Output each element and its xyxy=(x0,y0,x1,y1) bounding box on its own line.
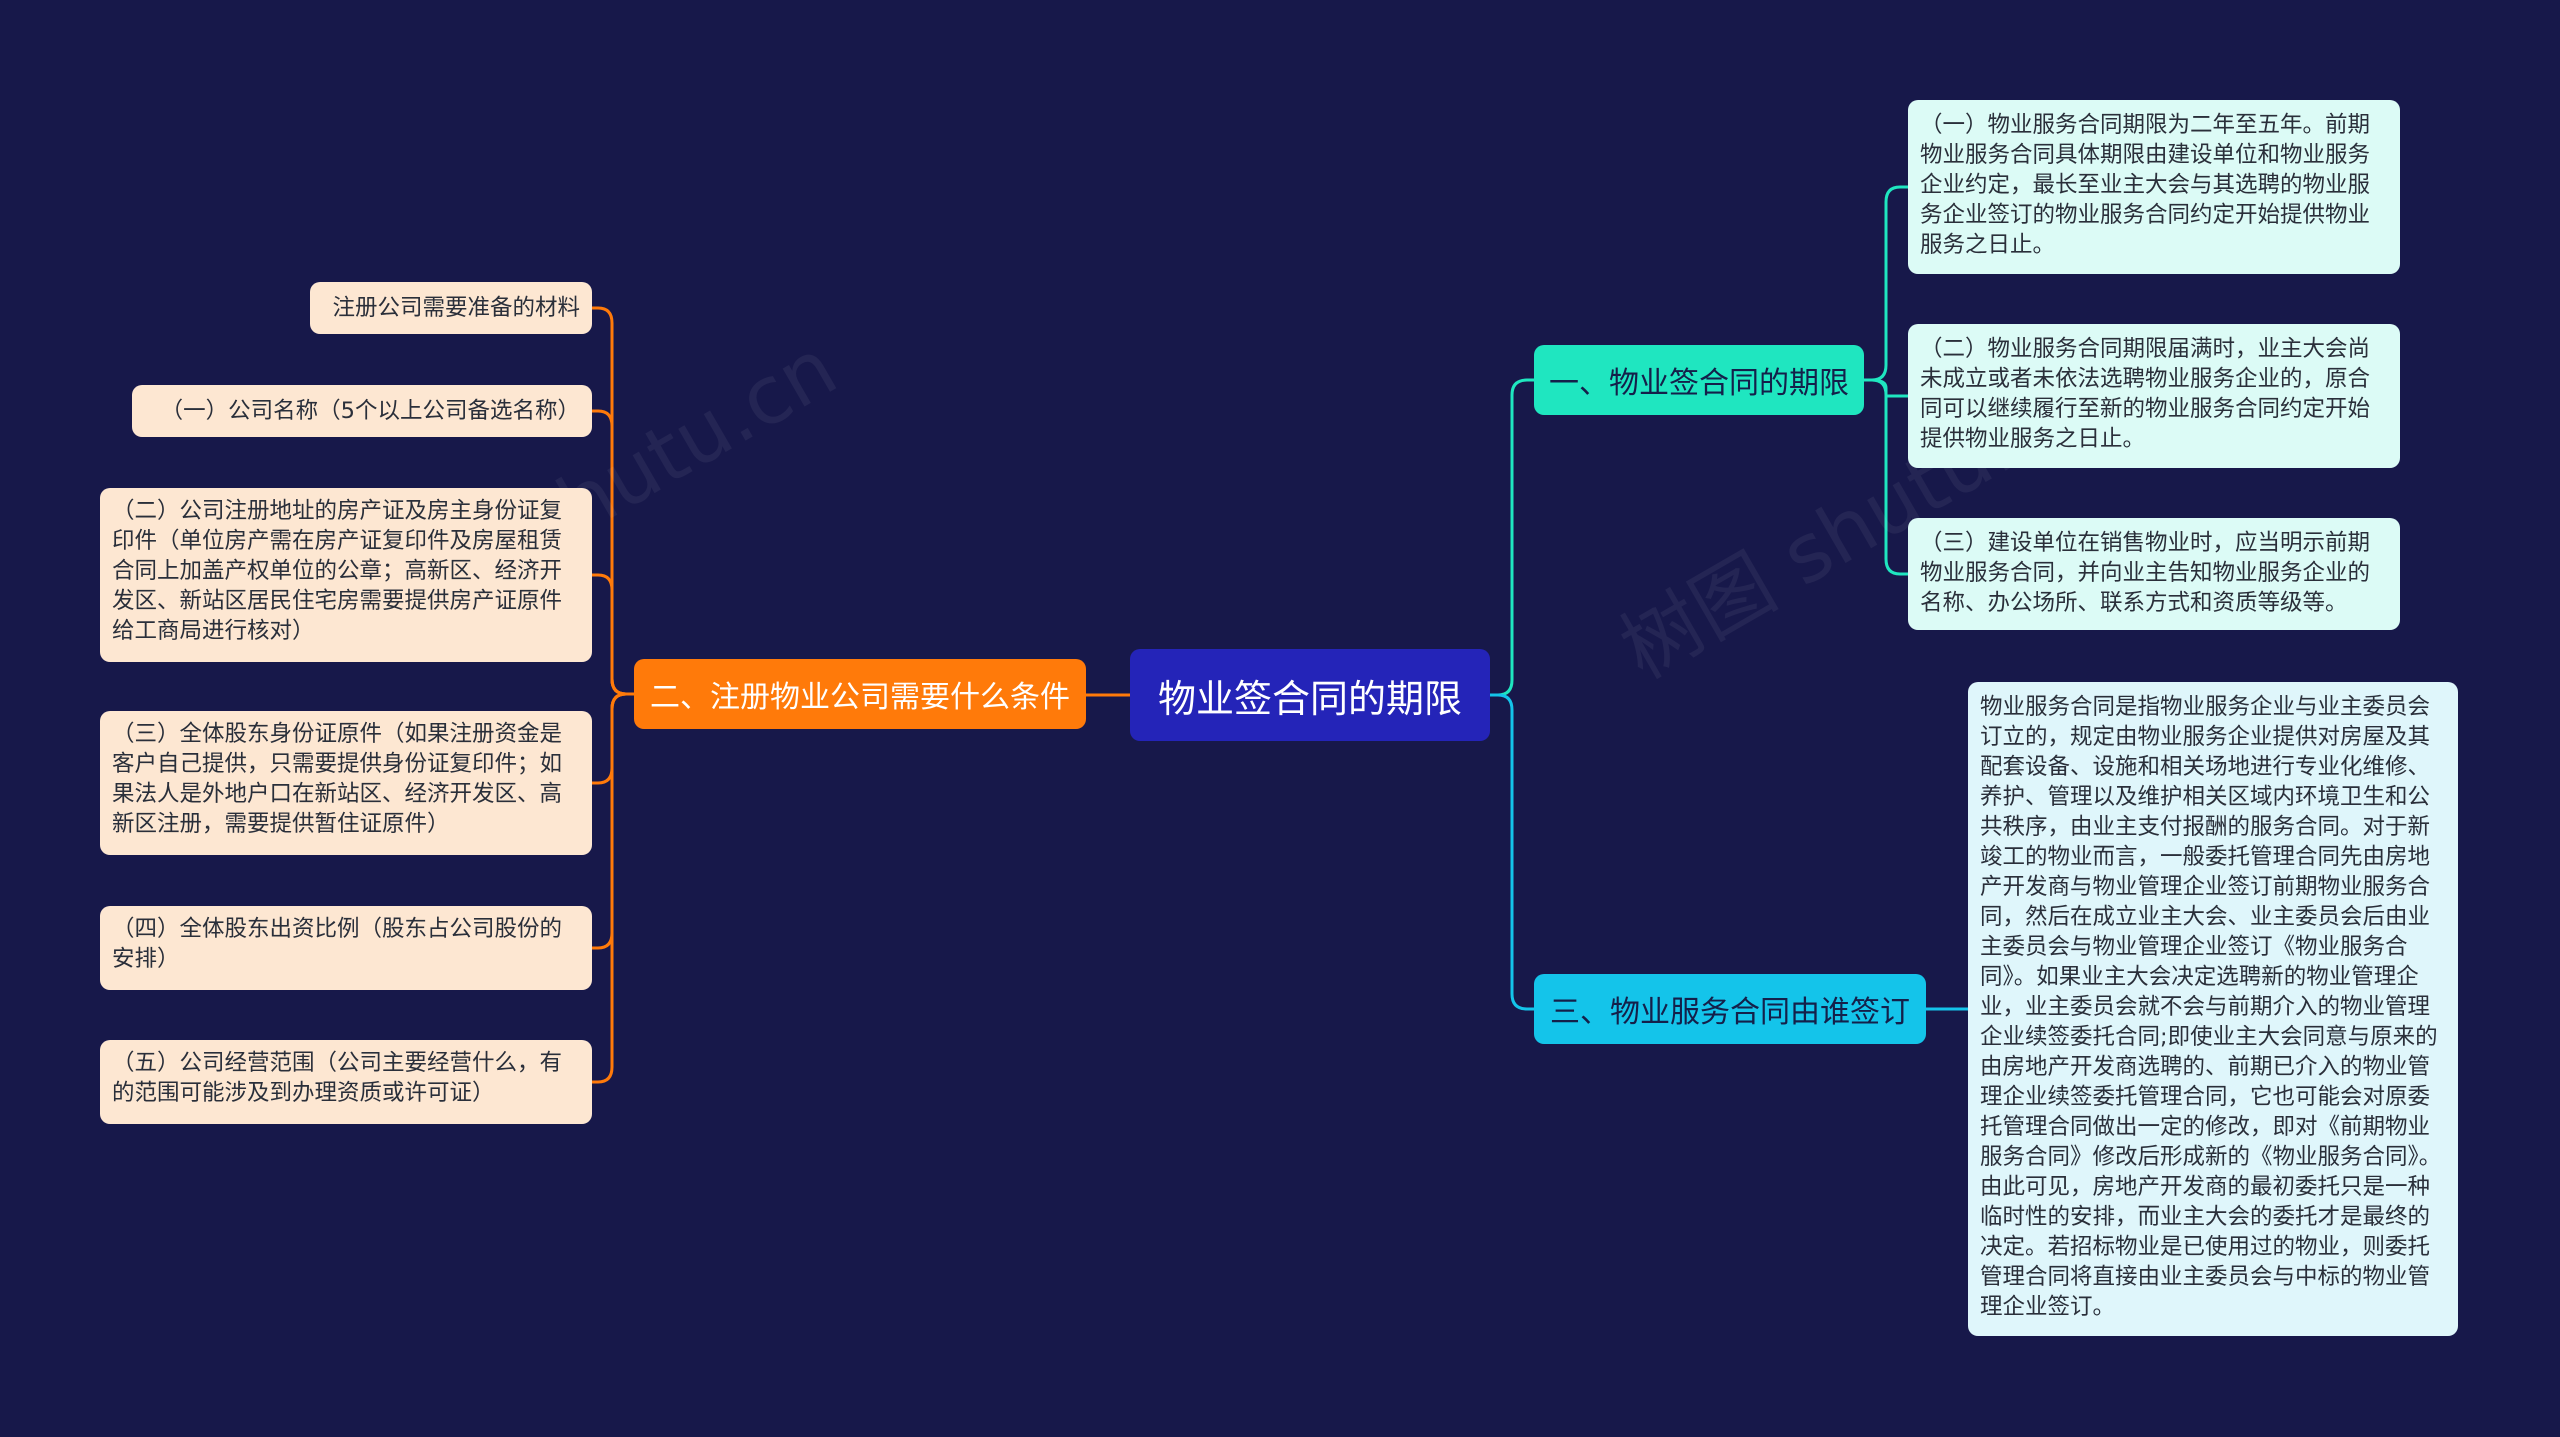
leaf-node[interactable]: （三）建设单位在销售物业时，应当明示前期物业服务合同，并向业主告知物业服务企业的… xyxy=(1908,518,2400,630)
branch-node-period[interactable]: 一、物业签合同的期限 xyxy=(1534,345,1864,415)
leaf-node[interactable]: （一）物业服务合同期限为二年至五年。前期物业服务合同具体期限由建设单位和物业服务… xyxy=(1908,100,2400,274)
leaf-node[interactable]: （一）公司名称（5个以上公司备选名称） xyxy=(132,385,592,437)
leaf-node[interactable]: 注册公司需要准备的材料 xyxy=(310,282,592,334)
link-branch2-leaf2 xyxy=(590,573,636,696)
link-branch2-leaf5 xyxy=(590,692,636,1084)
link-branch1-leaf1 xyxy=(1862,185,1910,382)
branch-label: 二、注册物业公司需要什么条件 xyxy=(650,680,1070,715)
leaf-node[interactable]: （三）全体股东身份证原件（如果注册资金是客户自己提供，只需要提供身份证复印件；如… xyxy=(100,711,592,855)
branch-label: 三、物业服务合同由谁签订 xyxy=(1550,995,1910,1030)
branch-node-conditions[interactable]: 二、注册物业公司需要什么条件 xyxy=(634,659,1086,729)
leaf-label: 注册公司需要准备的材料 xyxy=(332,295,580,321)
root-label: 物业签合同的期限 xyxy=(1157,676,1462,721)
link-root-branch3 xyxy=(1488,693,1536,1011)
leaf-node[interactable]: （五）公司经营范围（公司主要经营什么，有的范围可能涉及到办理资质或许可证） xyxy=(100,1040,592,1124)
link-branch1-leaf3 xyxy=(1862,378,1910,576)
branch-label: 一、物业签合同的期限 xyxy=(1549,366,1849,401)
link-root-branch1 xyxy=(1488,378,1536,697)
leaf-node[interactable]: （四）全体股东出资比例（股东占公司股份的安排） xyxy=(100,906,592,990)
branch-node-who-signs[interactable]: 三、物业服务合同由谁签订 xyxy=(1534,974,1926,1044)
leaf-label: （一）公司名称（5个以上公司备选名称） xyxy=(160,398,580,424)
root-node[interactable]: 物业签合同的期限 xyxy=(1130,649,1490,741)
leaf-node[interactable]: 物业服务合同是指物业服务企业与业主委员会订立的，规定由物业服务企业提供对房屋及其… xyxy=(1968,682,2458,1336)
leaf-node[interactable]: （二）物业服务合同期限届满时，业主大会尚未成立或者未依法选聘物业服务企业的，原合… xyxy=(1908,324,2400,468)
leaf-node[interactable]: （二）公司注册地址的房产证及房主身份证复印件（单位房产需在房产证复印件及房屋租赁… xyxy=(100,488,592,662)
